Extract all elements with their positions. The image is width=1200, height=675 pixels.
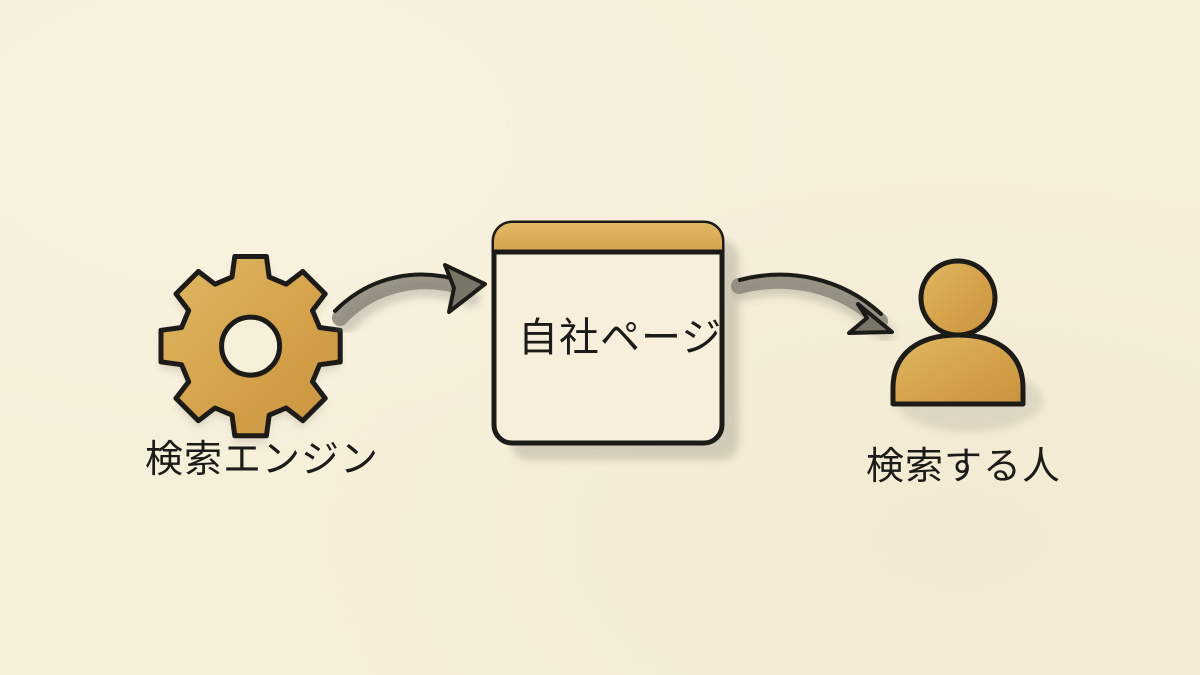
- arrow-right-icon: [731, 272, 894, 341]
- person-icon: [890, 258, 1043, 432]
- searcher-label: 検索する人: [866, 444, 1062, 488]
- person-body: [890, 332, 1026, 407]
- arrow-left-head: [443, 263, 487, 314]
- arrow-right-head: [847, 302, 894, 335]
- search-engine-label: 検索エンジン: [145, 437, 380, 481]
- person-head: [918, 258, 998, 338]
- gear-icon: [158, 254, 343, 443]
- arrow-right-outline: [738, 272, 883, 316]
- window-icon: [491, 220, 739, 460]
- gear-hole: [219, 314, 283, 378]
- company-page-label: 自社ページ: [518, 315, 723, 361]
- window-header: [494, 223, 722, 252]
- arrow-right-icon: [332, 263, 487, 334]
